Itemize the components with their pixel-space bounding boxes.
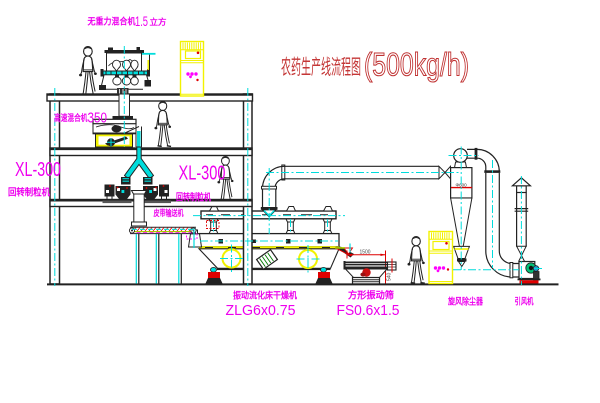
svg-text:旋风除尘器: 旋风除尘器 bbox=[447, 296, 484, 307]
svg-text:1.5: 1.5 bbox=[135, 14, 148, 29]
svg-text:引风机: 引风机 bbox=[515, 296, 534, 307]
svg-text:540: 540 bbox=[387, 272, 393, 281]
svg-text:方形振动筛: 方形振动筛 bbox=[348, 290, 394, 302]
svg-text:ZLG6x0.75: ZLG6x0.75 bbox=[226, 302, 296, 319]
svg-text:立方: 立方 bbox=[150, 17, 168, 27]
svg-text:XL-300: XL-300 bbox=[15, 159, 61, 181]
svg-text:无重力混合机: 无重力混合机 bbox=[87, 16, 136, 27]
svg-text:农药生产线流程图: 农药生产线流程图 bbox=[281, 56, 361, 79]
svg-text:回转制粒机: 回转制粒机 bbox=[8, 187, 50, 199]
svg-text:高速混合机: 高速混合机 bbox=[54, 112, 88, 123]
svg-text:(500kg/h): (500kg/h) bbox=[364, 47, 469, 83]
svg-text:Φ600: Φ600 bbox=[456, 183, 468, 188]
svg-text:皮带输送机: 皮带输送机 bbox=[153, 208, 184, 218]
svg-text:振动流化床干燥机: 振动流化床干燥机 bbox=[233, 290, 297, 301]
svg-text:1500: 1500 bbox=[360, 250, 371, 256]
svg-text:XL-300: XL-300 bbox=[179, 163, 226, 185]
svg-text:FS0.6x1.5: FS0.6x1.5 bbox=[337, 302, 400, 319]
svg-text:回转制粒机: 回转制粒机 bbox=[176, 192, 211, 204]
svg-text:350: 350 bbox=[88, 111, 108, 127]
